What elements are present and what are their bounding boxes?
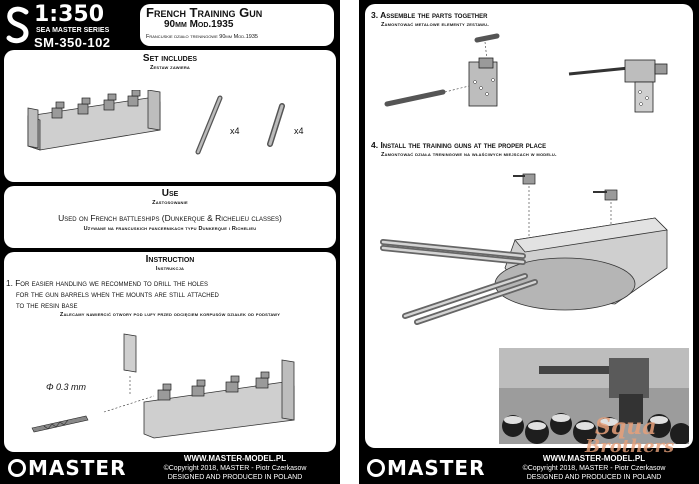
assembly-panel: 3. Assemble the parts together Zamontowa…: [365, 4, 693, 448]
part-quantity: x4: [294, 126, 304, 136]
step3-text-pl: Zamontować metalowe elementy zestawu.: [381, 22, 489, 28]
set-includes-title: Set includes: [142, 53, 198, 64]
reference-photo: [499, 348, 689, 444]
master-logo-icon-right: [367, 458, 385, 477]
set-includes-panel: Set includes Zestaw zawiera x4 x4: [4, 50, 336, 182]
drill-bit-icon: [31, 415, 89, 433]
master-logo-right: MASTER: [367, 456, 486, 480]
watermark-line1: Squa: [595, 414, 657, 440]
use-text: Used on French battleships (Dunkerque & …: [58, 213, 282, 223]
footer-copyright-right: ©Copyright 2018, MASTER - Piotr Czerkaso…: [522, 465, 666, 472]
footer-url-right: WWW.MASTER-MODEL.PL: [542, 454, 646, 463]
scale-label: 1:350: [34, 2, 105, 27]
product-subtitle-pl: Francuskie działo treningowe 90mm Mod.19…: [146, 34, 258, 40]
step3-title: 3. Assemble the parts together: [371, 10, 488, 20]
product-title: French Training Gun: [146, 5, 263, 20]
master-logo-icon: [8, 458, 26, 477]
step1-line2: for the gun barrels when the mounts are …: [16, 289, 219, 299]
use-panel: Use Zastosowanie Used on French battlesh…: [4, 186, 336, 248]
step1-line1: 1. For easier handling we recommend to d…: [6, 278, 208, 288]
gun-part-illustration: [267, 103, 285, 147]
watermark-line2: Brothers: [585, 436, 675, 457]
use-text-pl: Używane na francuskich pancernikach typu…: [83, 226, 257, 232]
step4-text-pl: Zamontować działa treningowe na właściwy…: [381, 152, 557, 158]
use-title: Use: [161, 188, 179, 199]
product-subtitle: 90mm Mod.1935: [164, 19, 234, 30]
step4-title: 4. Install the training guns at the prop…: [371, 140, 547, 150]
set-includes-title-pl: Zestaw zawiera: [149, 65, 191, 71]
s-logo-icon: [6, 6, 30, 44]
master-logo: MASTER: [8, 456, 127, 480]
footer-url: WWW.MASTER-MODEL.PL: [183, 454, 287, 463]
drill-diameter-label: Φ 0.3 mm: [46, 382, 87, 392]
footer-designed: DESIGNED AND PRODUCED IN POLAND: [167, 474, 303, 481]
barrel-quantity: x4: [230, 126, 240, 136]
instruction-sheet-right: 3. Assemble the parts together Zamontowa…: [359, 0, 699, 484]
title-panel: French Training Gun 90mm Mod.1935 Francu…: [140, 4, 334, 46]
assembled-gun-illustration: [568, 59, 668, 113]
resin-base-with-mounts-illustration: [27, 90, 161, 151]
product-code: SM-350-102: [34, 35, 111, 50]
assembly-exploded-illustration: [384, 33, 500, 107]
instruction-title-pl: Instrukcja: [155, 266, 185, 272]
footer-designed-right: DESIGNED AND PRODUCED IN POLAND: [526, 474, 662, 481]
step1-line3: to the resin base: [16, 300, 78, 310]
instruction-title: Instruction: [145, 254, 195, 265]
drilling-illustration: [31, 333, 295, 439]
instruction-panel: Instruction Instrukcja 1. For easier han…: [4, 252, 336, 452]
gun-barrel-illustration: [195, 95, 223, 155]
instruction-sheet-left: 1:350 SEA MASTER SERIES SM-350-102 Frenc…: [0, 0, 340, 484]
series-label: SEA MASTER SERIES: [36, 27, 110, 34]
footer-copyright: ©Copyright 2018, MASTER - Piotr Czerkaso…: [163, 465, 307, 472]
step1-text-pl: Zalecamy nawiercić otwory pod lufy przed…: [59, 312, 281, 318]
turret-installation-illustration: [380, 173, 668, 325]
use-title-pl: Zastosowanie: [152, 200, 188, 206]
